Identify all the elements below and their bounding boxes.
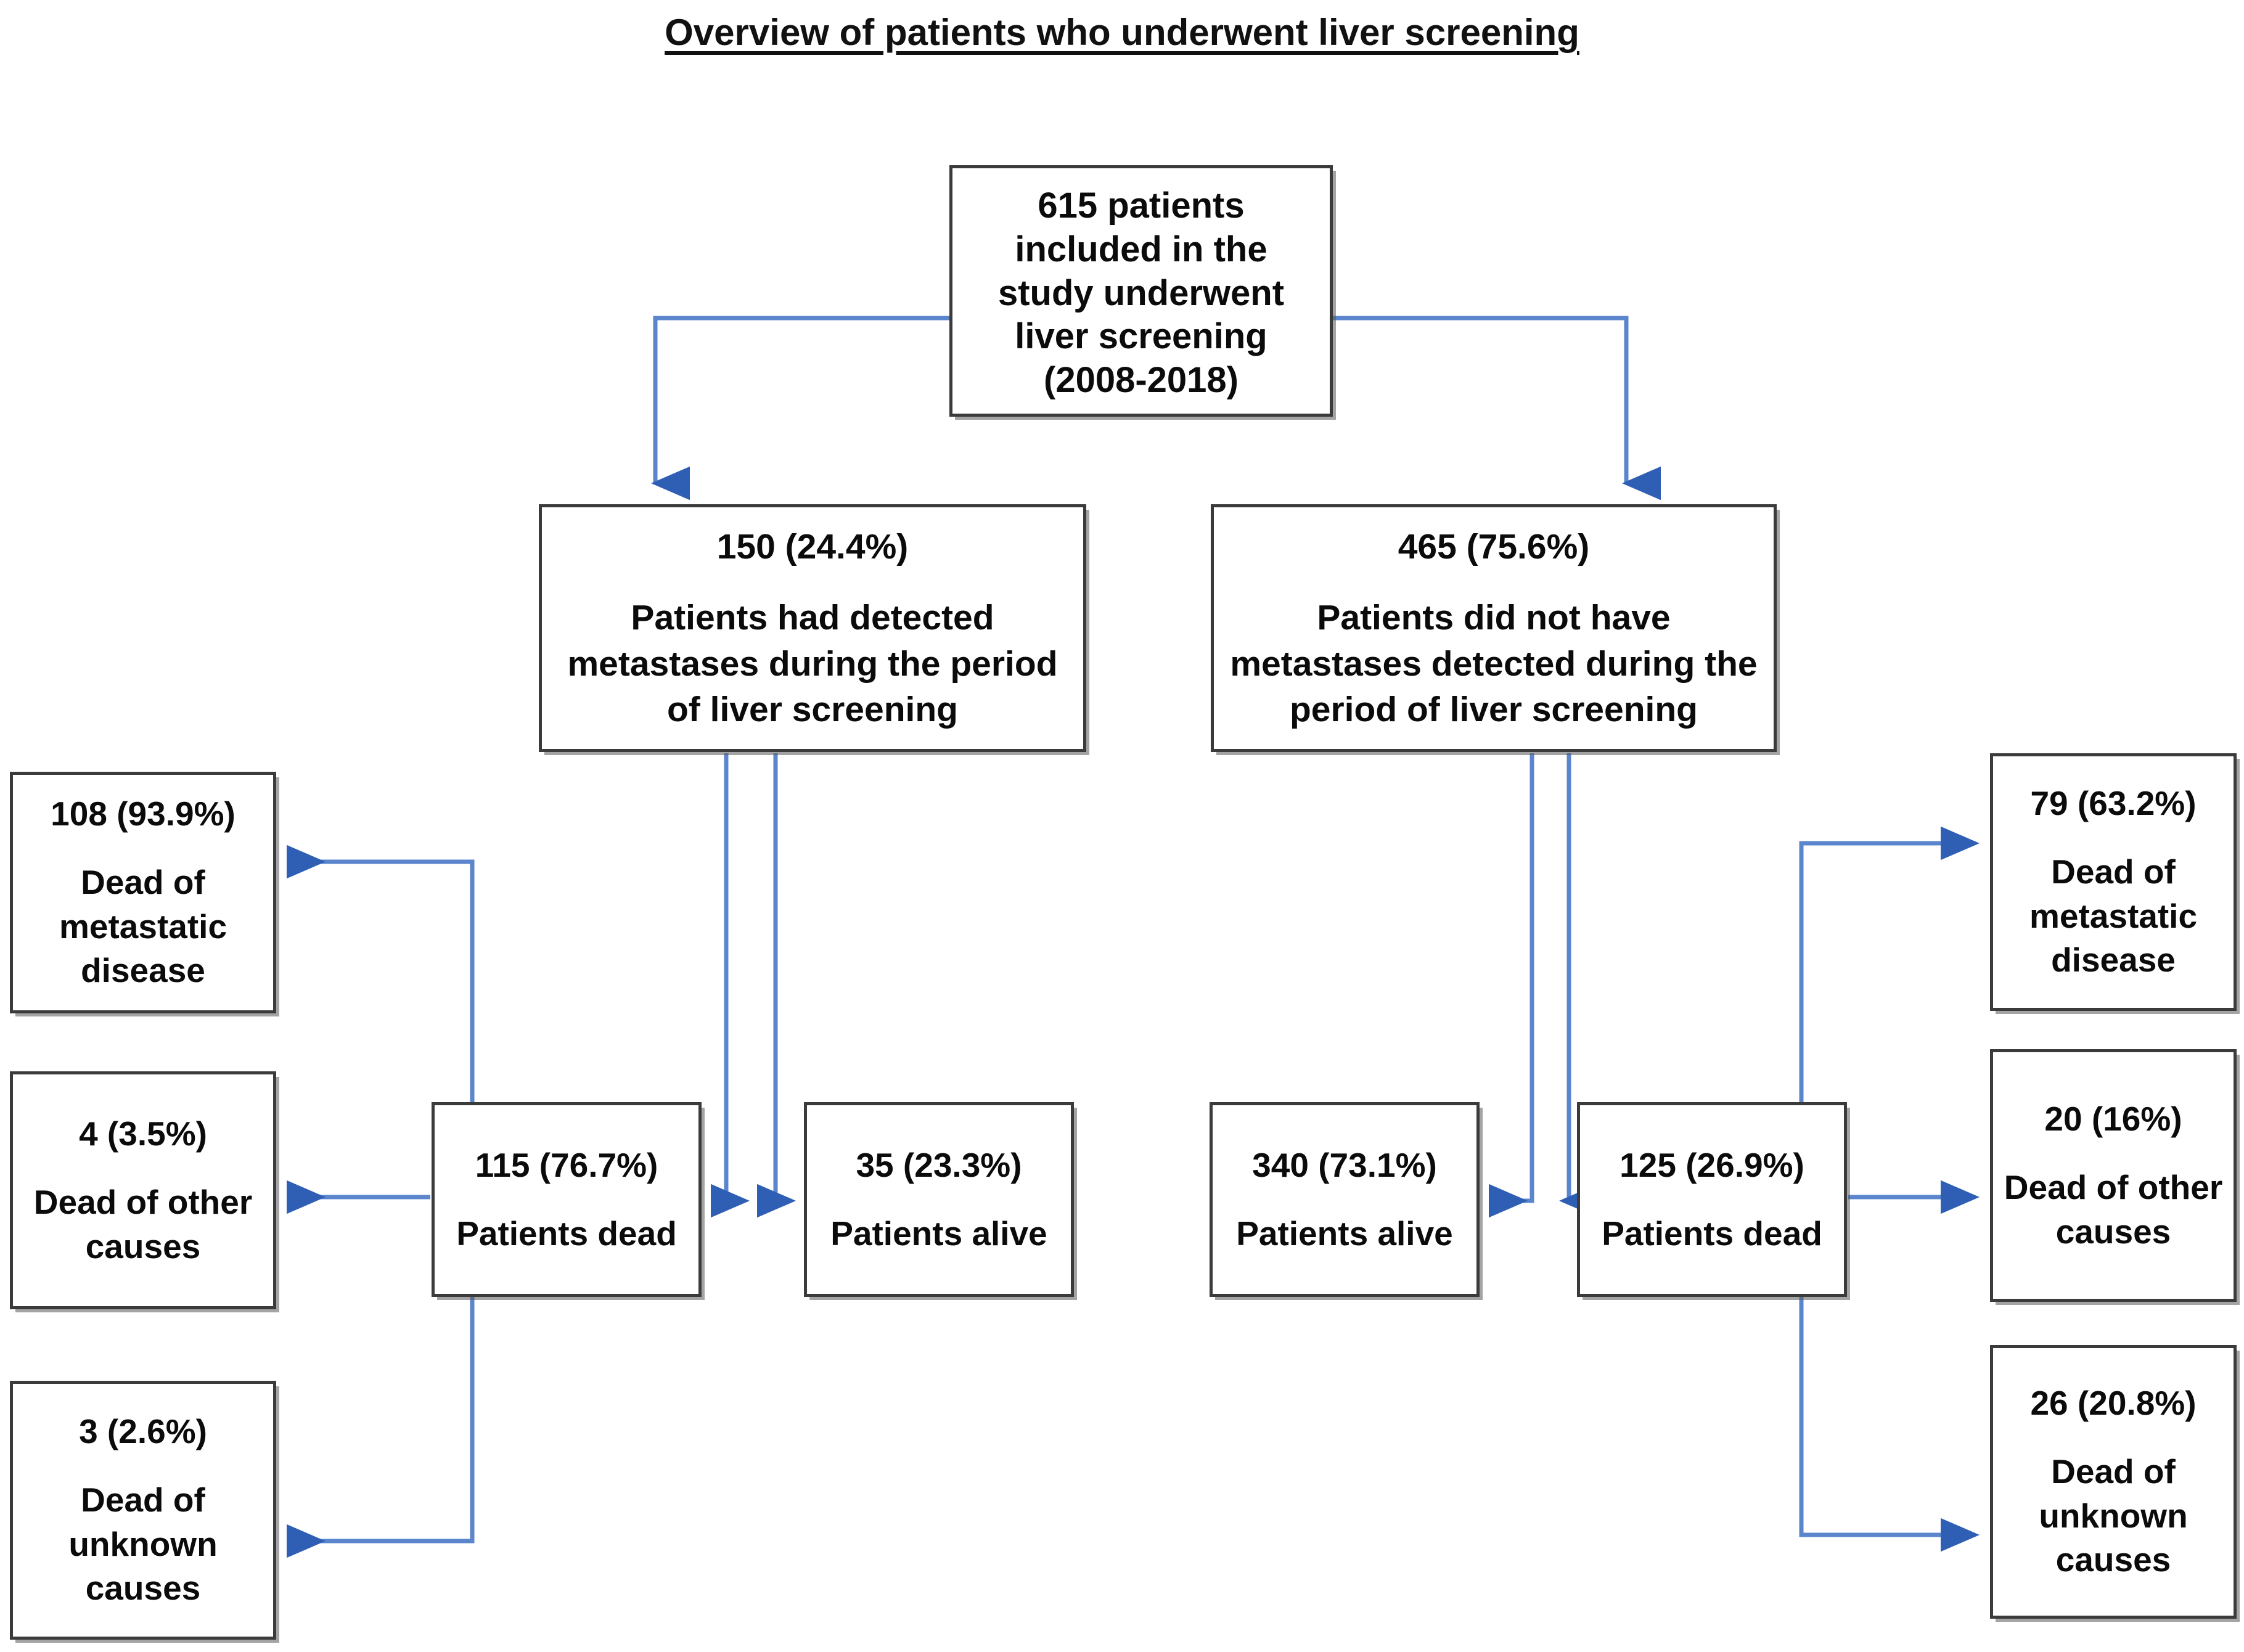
edge-dead-right-to-meta [1799, 826, 1980, 1103]
edge-dead-right-to-unknown [1799, 1297, 1980, 1552]
node-alive-left-count: 35 (23.3%) [856, 1145, 1022, 1184]
node-dead-other-left-count: 4 (3.5%) [79, 1114, 207, 1153]
node-alive-right-desc: Patients alive [1236, 1214, 1453, 1253]
node-patients-dead-right[interactable]: 125 (26.9%) Patients dead [1577, 1102, 1847, 1297]
edge-root-to-detected [651, 316, 949, 501]
node-dead-right-desc: Patients dead [1602, 1214, 1822, 1253]
node-dead-meta-left-count: 108 (93.9%) [51, 795, 235, 833]
edge-root-to-not-detected [1333, 316, 1661, 501]
page-title: Overview of patients who underwent liver… [665, 12, 1579, 53]
node-dead-metastatic-disease-left[interactable]: 108 (93.9%) Dead of metastatic disease [10, 772, 276, 1013]
node-dead-other-right-desc: Dead of other causes [2004, 1168, 2223, 1251]
node-dead-unknown-causes-left[interactable]: 3 (2.6%) Dead of unknown causes [10, 1381, 276, 1640]
node-dead-unknown-right-desc: Dead of unknown causes [2039, 1452, 2188, 1579]
node-dead-unknown-causes-right[interactable]: 26 (20.8%) Dead of unknown causes [1990, 1345, 2237, 1619]
node-not-detected-count: 465 (75.6%) [1398, 527, 1590, 567]
node-detected-metastases[interactable]: 150 (24.4%) Patients had detected metast… [539, 504, 1086, 752]
node-detected-desc: Patients had detected metastases during … [567, 598, 1058, 729]
node-not-detected-metastases[interactable]: 465 (75.6%) Patients did not have metast… [1211, 504, 1777, 752]
node-dead-metastatic-disease-right[interactable]: 79 (63.2%) Dead of metastatic disease [1990, 753, 2237, 1011]
node-dead-other-causes-left[interactable]: 4 (3.5%) Dead of other causes [10, 1071, 276, 1309]
node-detected-count: 150 (24.4%) [716, 527, 909, 567]
node-dead-unknown-left-count: 3 (2.6%) [79, 1412, 207, 1451]
node-dead-unknown-left-desc: Dead of unknown causes [68, 1481, 218, 1608]
node-dead-meta-right-desc: Dead of metastatic disease [2029, 853, 2198, 979]
edge-dead-left-to-meta [287, 844, 475, 1103]
node-dead-meta-left-desc: Dead of metastatic disease [59, 863, 227, 990]
node-patients-dead-left[interactable]: 115 (76.7%) Patients dead [432, 1102, 702, 1297]
node-root-desc: included in the study underwent liver sc… [997, 229, 1285, 400]
node-patients-alive-left[interactable]: 35 (23.3%) Patients alive [804, 1102, 1074, 1297]
node-dead-other-left-desc: Dead of other causes [33, 1183, 253, 1266]
node-patients-alive-right[interactable]: 340 (73.1%) Patients alive [1210, 1102, 1480, 1297]
node-root-count: 615 patients [1038, 186, 1245, 226]
edge-dead-left-to-unknown [287, 1297, 475, 1558]
node-dead-other-causes-right[interactable]: 20 (16%) Dead of other causes [1990, 1049, 2237, 1302]
edge-not-detected-to-dead-right [1559, 753, 1598, 1218]
node-not-detected-desc: Patients did not have metastases detecte… [1230, 598, 1758, 729]
edge-not-detected-to-alive-right [1489, 753, 1534, 1218]
node-alive-right-count: 340 (73.1%) [1252, 1145, 1437, 1184]
edge-detected-to-alive-left [757, 753, 796, 1218]
node-dead-other-right-count: 20 (16%) [2044, 1099, 2182, 1138]
edge-detected-to-dead-left [711, 753, 750, 1218]
node-root[interactable]: 615 patients included in the study under… [949, 165, 1333, 417]
node-dead-right-count: 125 (26.9%) [1620, 1145, 1804, 1184]
node-dead-meta-right-count: 79 (63.2%) [2030, 784, 2197, 823]
node-dead-left-count: 115 (76.7%) [475, 1145, 658, 1184]
node-alive-left-desc: Patients alive [830, 1214, 1047, 1253]
node-dead-unknown-right-count: 26 (20.8%) [2030, 1384, 2197, 1423]
node-dead-left-desc: Patients dead [456, 1214, 677, 1253]
